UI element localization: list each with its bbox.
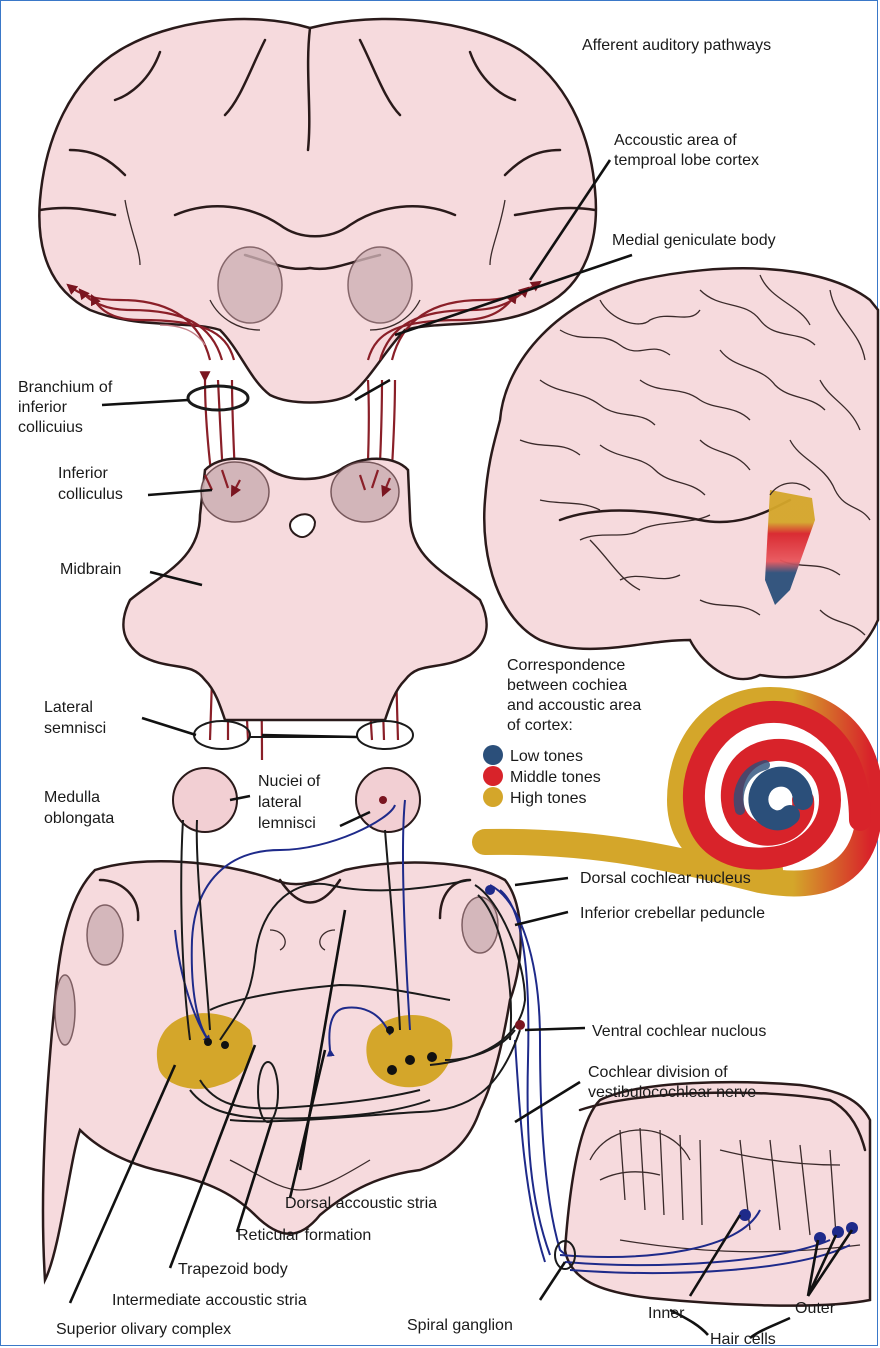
- legend-heading-2: between cochiea: [507, 677, 627, 694]
- label-medulla-1: Medulla: [44, 789, 100, 806]
- legend-heading-4: of cortex:: [507, 717, 573, 734]
- label-nuclei-2: lateral: [258, 794, 302, 811]
- label-inferior-colliculus-1: Inferior: [58, 465, 108, 482]
- label-branchium-3: collicuius: [18, 419, 83, 436]
- label-midbrain: Midbrain: [60, 561, 121, 578]
- label-intermediate-acoustic-stria: Intermediate accoustic stria: [112, 1292, 307, 1309]
- label-medulla-2: oblongata: [44, 810, 114, 827]
- label-nuclei-3: lemnisci: [258, 815, 316, 832]
- legend: Low tones Middle tones High tones: [483, 745, 601, 807]
- lateral-brain-view: [484, 268, 878, 679]
- legend-label-middle: Middle tones: [510, 769, 601, 786]
- legend-swatch-high: [483, 787, 503, 807]
- legend-label-high: High tones: [510, 790, 587, 807]
- label-reticular-formation: Reticular formation: [237, 1227, 371, 1244]
- label-inferior-cerebellar-peduncle: Inferior crebellar peduncle: [580, 905, 765, 922]
- legend-heading-3: and accoustic area: [507, 697, 641, 714]
- label-inferior-colliculus-2: colliculus: [58, 486, 123, 503]
- label-nuclei-1: Nuciei of: [258, 773, 321, 790]
- label-superior-olivary-complex: Superior olivary complex: [56, 1321, 231, 1338]
- label-branchium-1: Branchium of: [18, 379, 113, 396]
- label-acoustic-area-2: temproal lobe cortex: [614, 152, 759, 169]
- label-spiral-ganglion: Spiral ganglion: [407, 1317, 513, 1334]
- label-lateral-lemnisci-1: Lateral: [44, 699, 93, 716]
- label-outer: Outer: [795, 1300, 836, 1317]
- label-hair-cells: Hair cells: [710, 1331, 776, 1348]
- legend-swatch-middle: [483, 766, 503, 786]
- label-cochlear-division-2: vestibulocochlear nerve: [588, 1084, 756, 1101]
- label-ventral-cochlear-nucleus: Ventral cochlear nuclous: [592, 1023, 766, 1040]
- legend-label-low: Low tones: [510, 748, 583, 765]
- midbrain: [123, 459, 486, 720]
- label-trapezoid-body: Trapezoid body: [178, 1261, 288, 1278]
- label-lateral-lemnisci-2: semnisci: [44, 720, 106, 737]
- coronal-brain-section: [39, 19, 596, 402]
- label-inner: Inner: [648, 1305, 685, 1322]
- medulla-section: [43, 861, 521, 1280]
- label-dorsal-cochlear-nucleus: Dorsal cochlear nucleus: [580, 870, 751, 887]
- label-branchium-2: inferior: [18, 399, 68, 416]
- legend-swatch-low: [483, 745, 503, 765]
- label-dorsal-acoustic-stria: Dorsal accoustic stria: [285, 1195, 437, 1212]
- label-acoustic-area-1: Accoustic area of: [614, 132, 737, 149]
- title: Afferent auditory pathways: [582, 37, 771, 54]
- label-cochlear-division-1: Cochlear division of: [588, 1064, 728, 1081]
- label-medial-geniculate: Medial geniculate body: [612, 232, 776, 249]
- legend-heading-1: Correspondence: [507, 657, 625, 674]
